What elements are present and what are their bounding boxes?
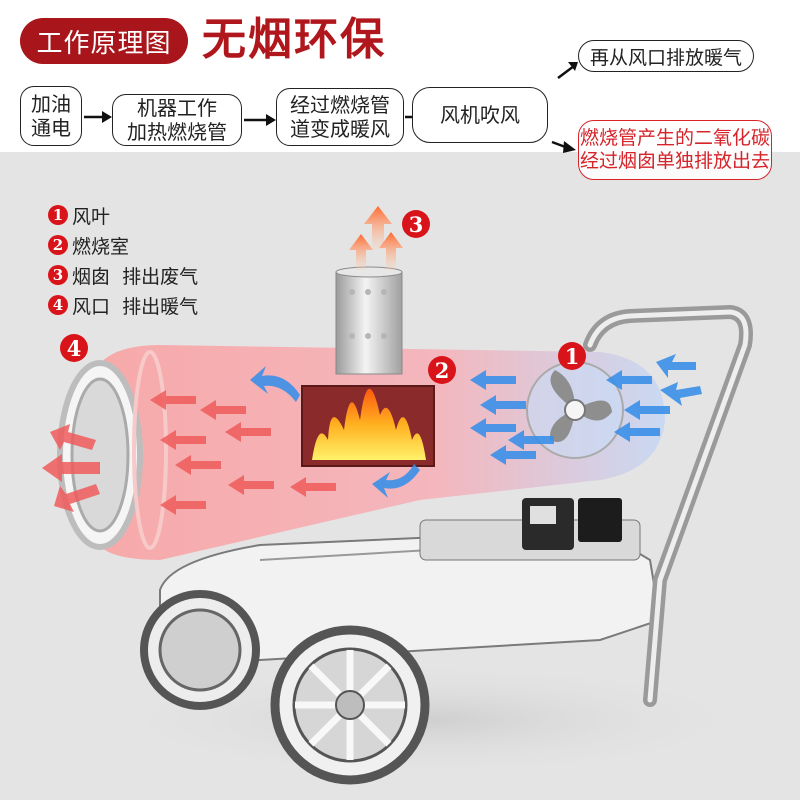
legend-label: 风口 排出暖气 [72,295,199,318]
callout-chamber: 2 [428,356,456,384]
flow-step-text: 加热燃烧管 [127,120,227,144]
legend-number-badge: 1 [48,205,68,225]
legend-item-air-outlet: 4 风口 排出暖气 [48,290,198,320]
legend-item-fan-blade: 1 风叶 [48,200,198,230]
outcome-co2-note: 燃烧管产生的二氧化碳 经过烟囱单独排放出去 [578,120,772,180]
callout-fan: 1 [558,342,586,370]
parts-legend: 1 风叶 2 燃烧室 3 烟囱 排出废气 4 风口 排出暖气 [48,200,198,320]
callout-chimney: 3 [402,210,430,238]
flow-step-fan: 风机吹风 [412,87,548,143]
flow-step-heat: 机器工作 加热燃烧管 [112,94,242,146]
legend-label: 燃烧室 [72,235,130,258]
outcome-warm-air-note: 再从风口排放暖气 [578,40,754,72]
flow-step-warm-air: 经过燃烧管 道变成暖风 [276,88,404,146]
legend-number-badge: 3 [48,265,68,285]
arrow-right-icon [244,114,276,126]
arrow-right-icon [84,111,112,123]
flow-step-text: 经过燃烧管 [290,93,390,117]
callout-outlet: 4 [60,334,88,362]
principle-label-pill: 工作原理图 [20,18,188,64]
heater-illustration [42,206,770,785]
legend-item-chimney: 3 烟囱 排出废气 [48,260,198,290]
flow-step-text: 风机吹风 [440,103,520,127]
flow-step-text: 机器工作 [137,96,217,120]
page-title: 无烟环保 [202,14,386,65]
legend-label: 烟囱 排出废气 [72,265,199,288]
legend-label: 风叶 [72,205,111,228]
co2-note-line: 经过烟囱单独排放出去 [579,150,770,172]
flow-step-text: 加油 [31,92,71,116]
arrow-up-right-icon [557,62,578,79]
co2-note-line: 燃烧管产生的二氧化碳 [579,127,770,149]
flow-step-text: 通电 [31,116,71,140]
arrow-down-right-icon [551,140,576,153]
flow-step-refuel: 加油 通电 [20,86,82,146]
flow-step-text: 道变成暖风 [290,117,390,141]
legend-item-combustion-chamber: 2 燃烧室 [48,230,198,260]
legend-number-badge: 2 [48,235,68,255]
legend-number-badge: 4 [48,295,68,315]
